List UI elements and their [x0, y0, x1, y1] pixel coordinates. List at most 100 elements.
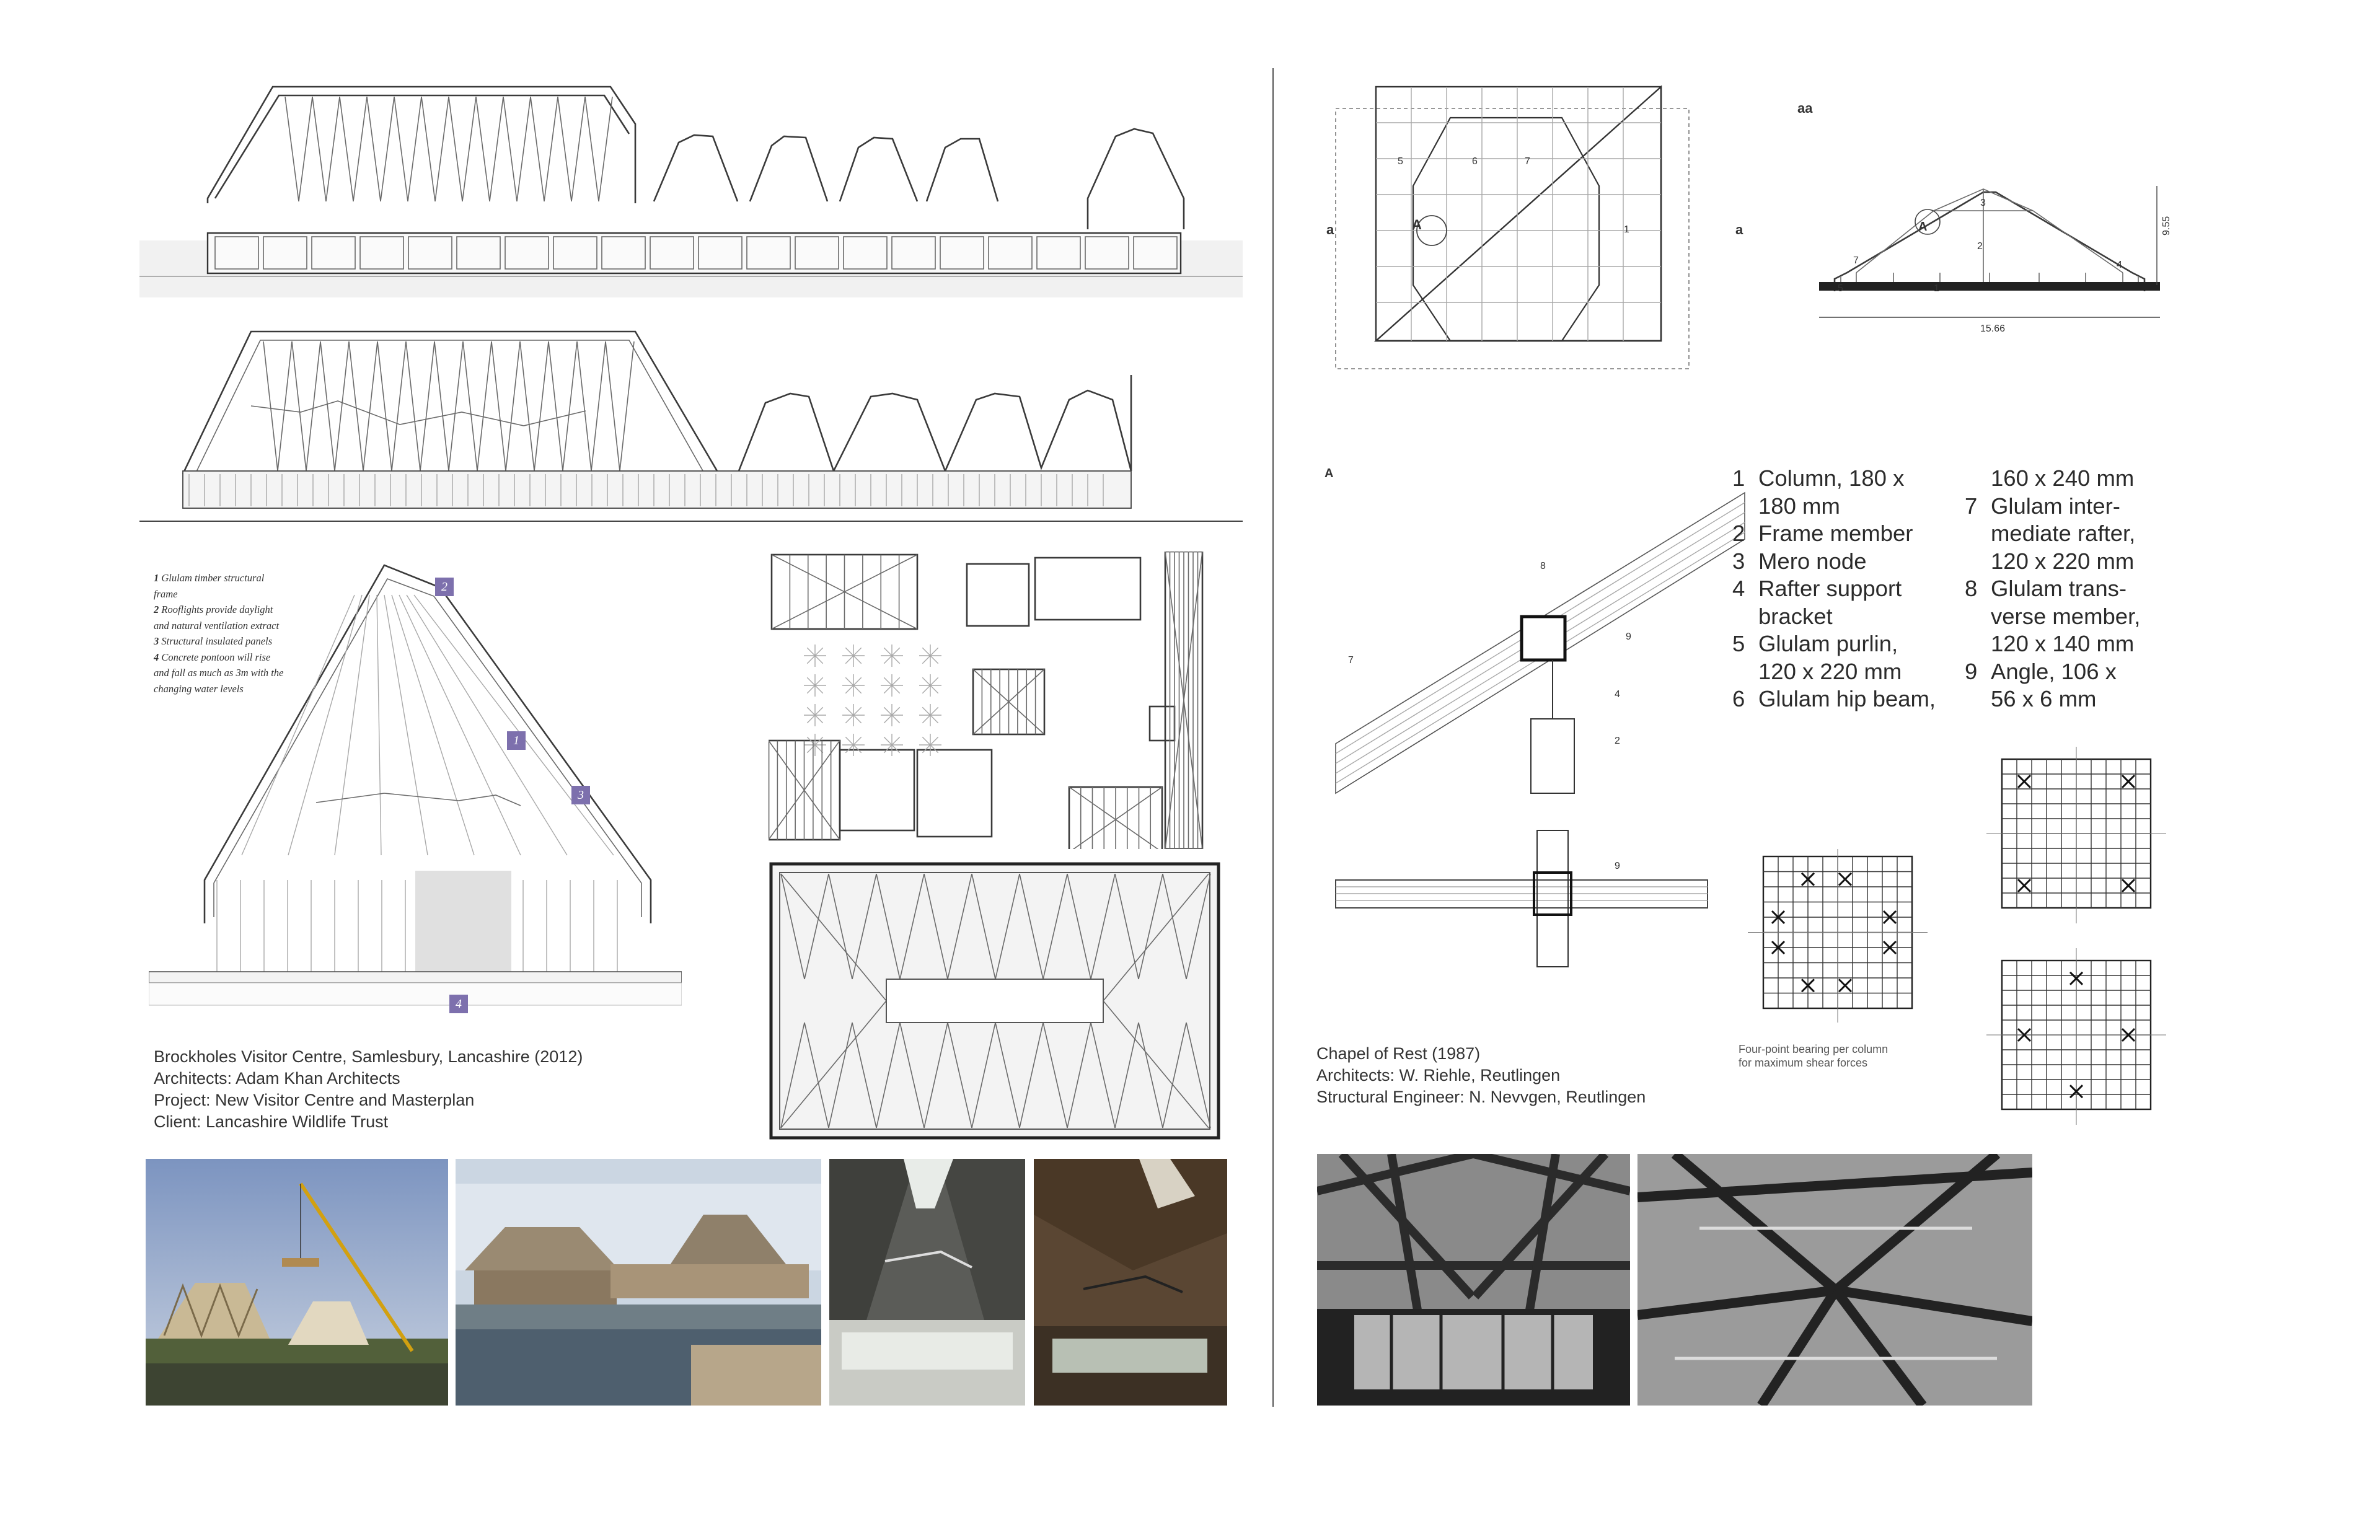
section-tag-4: 4: [449, 995, 468, 1013]
legend-text: Mero node: [1758, 548, 1867, 574]
legend-text: Glulam purlin,: [1758, 631, 1898, 656]
legend-number: 9: [1965, 658, 1978, 684]
chapel-section-drawing: aa A 3 2 7 4 5 1 15.66 9.55: [1797, 100, 2172, 334]
aa-height: 9.55: [2161, 216, 2172, 235]
plan-label-1: 1: [1624, 224, 1629, 235]
aa-label-7: 7: [1853, 255, 1859, 266]
note-2: 2 Rooflights provide daylight and natura…: [154, 604, 280, 631]
long-section-drawing: [139, 330, 1243, 522]
caption-title: Brockholes Visitor Centre, Samlesbury, L…: [154, 1047, 583, 1066]
legend-number: [1965, 685, 1991, 713]
legend-text: Glulam trans-: [1991, 576, 2127, 601]
aa-width: 15.66: [1980, 323, 2005, 334]
legend-number: 5: [1732, 631, 1745, 656]
legend-row: 6 Glulam hip beam,: [1732, 685, 1968, 713]
chapel-caption-architects: Architects: W. Riehle, Reutlingen: [1316, 1066, 1561, 1085]
plan-label-a-left: a: [1326, 222, 1334, 237]
legend-row: 4 Rafter support: [1732, 575, 1968, 603]
legend-text: 56 x 6 mm: [1991, 686, 2097, 711]
bearing-grid-3: [1986, 948, 2166, 1125]
plan-label-a-right: a: [1735, 222, 1743, 237]
legend-row: 120 x 140 mm: [1965, 630, 2213, 658]
legend-row: 180 mm: [1732, 493, 1968, 521]
site-plan-drawing: [769, 552, 1204, 849]
detail-title-A: A: [1324, 467, 1333, 480]
legend-row: 3 Mero node: [1732, 548, 1968, 576]
detail-label-9: 9: [1626, 631, 1631, 642]
pontoon: [206, 232, 1182, 275]
chapel-legend-col2: 160 x 240 mm 7 Glulam inter-mediate rafter…: [1965, 465, 2213, 713]
legend-text: verse member,: [1991, 603, 2141, 629]
plan-label-5: 5: [1398, 156, 1403, 167]
legend-number: 7: [1965, 493, 1978, 519]
chapel-photo-2: [1637, 1154, 2032, 1406]
legend-row: 9 Angle, 106 x: [1965, 658, 2213, 686]
legend-number: 4: [1732, 576, 1745, 601]
legend-number: [1732, 493, 1758, 521]
legend-text: Glulam hip beam,: [1758, 686, 1936, 711]
legend-number: [1732, 603, 1758, 631]
legend-row: 120 x 220 mm: [1965, 548, 2213, 576]
drawing-notes: 1 Glulam timber structural frame 2 Roofl…: [154, 570, 284, 697]
legend-number: 2: [1732, 521, 1745, 546]
legend-text: mediate rafter,: [1991, 521, 2136, 546]
legend-number: 6: [1732, 686, 1745, 711]
detail-label-7: 7: [1348, 655, 1354, 666]
photo-construction: [146, 1159, 448, 1406]
chapel-caption-title: Chapel of Rest (1987): [1316, 1044, 1481, 1063]
legend-number: [1965, 603, 1991, 631]
aa-label-A: A: [1918, 220, 1927, 234]
legend-row: 120 x 220 mm: [1732, 658, 1968, 686]
left-panel: 1 Glulam timber structural frame 2 Roofl…: [139, 86, 1243, 1406]
bearing-grid-2: [1986, 747, 2166, 923]
page-divider: [1272, 68, 1274, 1407]
aa-label-1: 1: [1934, 283, 1939, 294]
legend-text: 160 x 240 mm: [1991, 465, 2135, 491]
cross-section-drawing: [149, 564, 682, 1006]
detail-a-drawing: A 8 9 7 4 2 9: [1324, 467, 1745, 967]
legend-row: 160 x 240 mm: [1965, 465, 2213, 493]
section-title-aa: aa: [1797, 100, 1813, 116]
aa-label-3: 3: [1980, 198, 1986, 208]
legend-row: mediate rafter,: [1965, 520, 2213, 548]
bearing-grid-1: [1748, 849, 1928, 1023]
plan-label-A: A: [1412, 217, 1422, 232]
right-panel: A a a 5 6 7 1 aa A 3 2 7 4 5 1 15.66 9.5…: [1277, 0, 2380, 1540]
legend-row: 5 Glulam purlin,: [1732, 630, 1968, 658]
legend-number: 3: [1732, 548, 1745, 574]
legend-number: [1965, 520, 1991, 548]
aa-label-5: 5: [1838, 283, 1843, 294]
aa-label-4: 4: [2117, 260, 2122, 270]
legend-text: Glulam inter-: [1991, 493, 2120, 519]
caption-architects: Architects: Adam Khan Architects: [154, 1069, 400, 1088]
large-hall-elevation: [206, 86, 637, 203]
caption-project: Project: New Visitor Centre and Masterpl…: [154, 1091, 475, 1109]
legend-row: bracket: [1732, 603, 1968, 631]
detail-label-4: 4: [1615, 689, 1620, 700]
bearing-note: Four-point bearing per column for maximu…: [1739, 1043, 1889, 1069]
chapel-plan-drawing: A a a 5 6 7 1: [1326, 85, 1743, 369]
caption-client: Client: Lancashire Wildlife Trust: [154, 1112, 389, 1131]
photo-interior-2: [1034, 1159, 1227, 1406]
legend-row: 7 Glulam inter-: [1965, 493, 2213, 521]
photo-interior-1: [829, 1159, 1025, 1406]
note-3: 3 Structural insulated panels: [154, 635, 273, 647]
elevation-drawing: [139, 86, 1243, 297]
legend-text: bracket: [1758, 603, 1833, 629]
aa-label-2: 2: [1977, 241, 1983, 252]
legend-text: Frame member: [1758, 521, 1913, 546]
legend-text: 120 x 220 mm: [1991, 548, 2135, 574]
legend-number: [1732, 658, 1758, 686]
note-4: 4 Concrete pontoon will rise and fall as…: [154, 651, 284, 695]
legend-row: 8 Glulam trans-: [1965, 575, 2213, 603]
note-1: 1 Glulam timber structural frame: [154, 572, 265, 600]
section-tag-2: 2: [435, 578, 454, 596]
legend-number: 8: [1965, 576, 1978, 601]
legend-text: Rafter support: [1758, 576, 1902, 601]
legend-row: 56 x 6 mm: [1965, 685, 2213, 713]
legend-text: Angle, 106 x: [1991, 658, 2117, 684]
chapel-photo-1: [1317, 1154, 1630, 1406]
detail-label-9b: 9: [1615, 861, 1620, 871]
